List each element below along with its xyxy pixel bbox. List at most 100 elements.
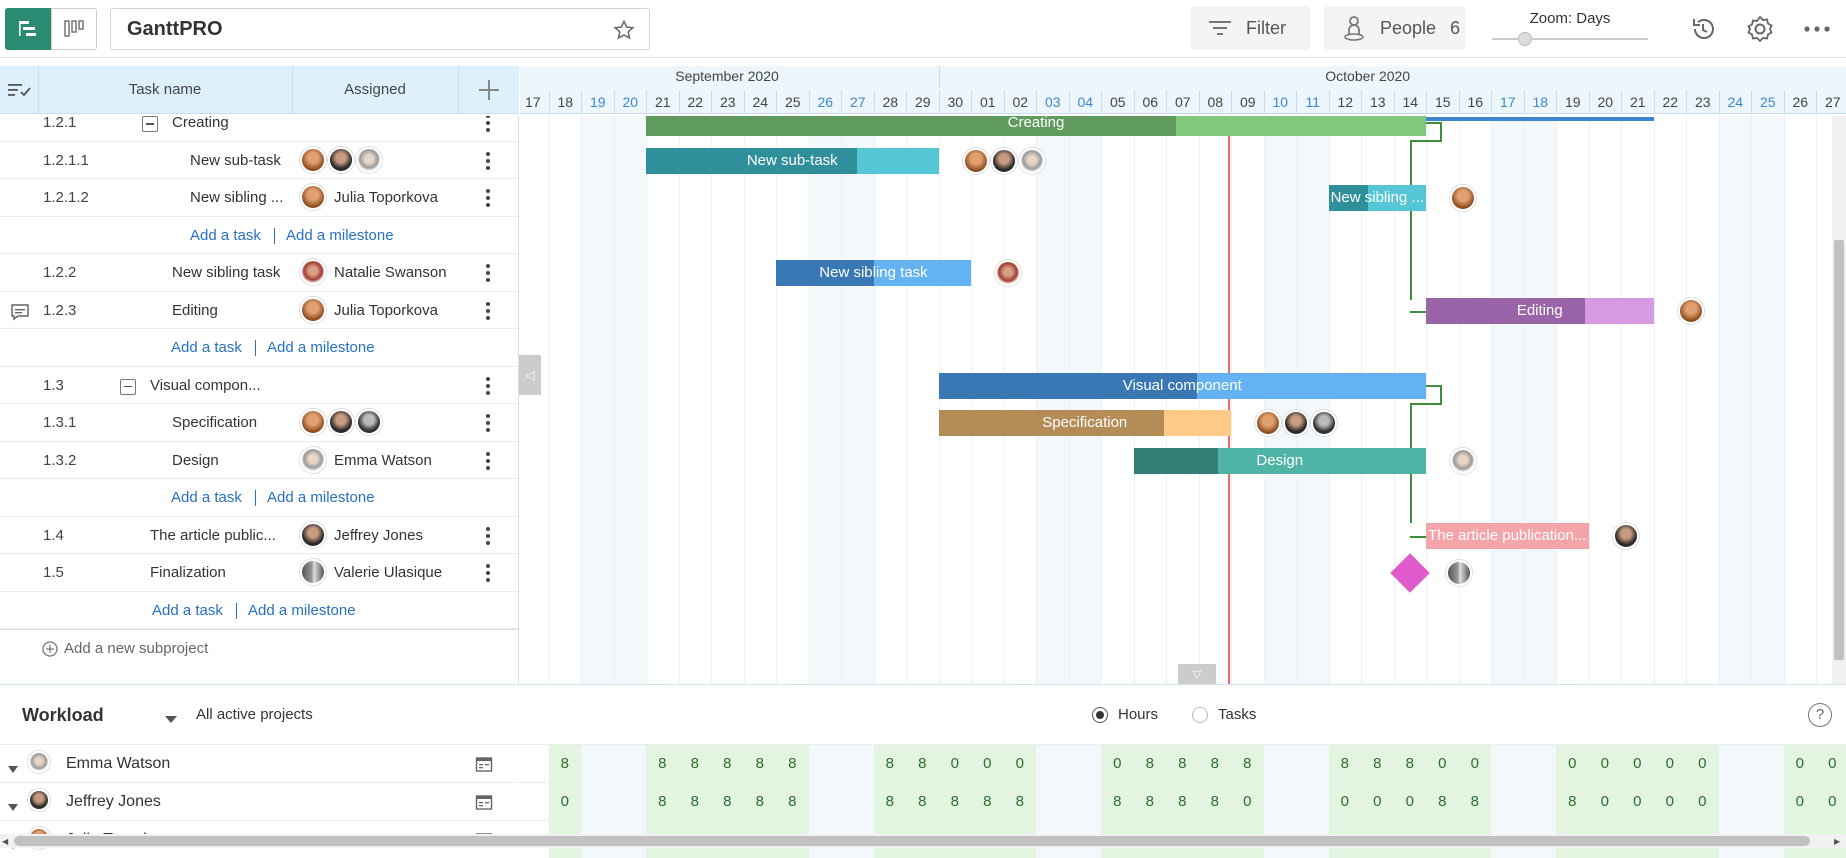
calendar-icon[interactable]	[475, 755, 493, 778]
zoom-slider-handle[interactable]	[1518, 32, 1532, 46]
workload-cell[interactable]	[1036, 783, 1069, 821]
row-menu-icon[interactable]	[480, 410, 496, 436]
add-milestone-link[interactable]: Add a milestone	[267, 339, 375, 356]
expand-user-icon[interactable]	[8, 760, 18, 778]
row-menu-icon[interactable]	[480, 448, 496, 474]
filter-button[interactable]: Filter	[1190, 6, 1310, 50]
board-view-button[interactable]	[51, 8, 97, 50]
workload-cell[interactable]	[1751, 745, 1784, 783]
workload-cell[interactable]: 0	[1588, 745, 1621, 783]
workload-cell[interactable]: 0	[1816, 783, 1846, 821]
task-name[interactable]: Creating	[172, 116, 229, 131]
workload-cell[interactable]	[1263, 783, 1296, 821]
comment-icon[interactable]	[10, 303, 30, 324]
add-milestone-link[interactable]: Add a milestone	[286, 226, 394, 244]
workload-cell[interactable]: 8	[1198, 783, 1231, 821]
workload-cell[interactable]: 8	[1003, 783, 1036, 821]
star-icon[interactable]	[613, 19, 635, 44]
expand-workload-handle[interactable]: ▽	[1178, 664, 1216, 684]
workload-cell[interactable]: 0	[1783, 745, 1816, 783]
row-menu-icon[interactable]	[480, 560, 496, 586]
tasks-radio[interactable]	[1192, 707, 1208, 723]
workload-cell[interactable]: 8	[711, 783, 744, 821]
workload-cell[interactable]: 8	[1328, 745, 1361, 783]
task-bar[interactable]: Visual component	[938, 372, 1426, 399]
workload-cell[interactable]: 0	[1588, 783, 1621, 821]
workload-cell[interactable]	[808, 783, 841, 821]
workload-cell[interactable]	[841, 783, 874, 821]
expand-user-icon[interactable]	[8, 798, 18, 816]
workload-cell[interactable]	[841, 745, 874, 783]
workload-cell[interactable]	[581, 745, 614, 783]
workload-cell[interactable]	[1491, 783, 1524, 821]
workload-cell[interactable]: 8	[906, 783, 939, 821]
workload-cell[interactable]: 8	[1426, 783, 1459, 821]
workload-cell[interactable]: 0	[1686, 783, 1719, 821]
add-task-link[interactable]: Add a task	[171, 339, 242, 356]
workload-cell[interactable]: 8	[678, 745, 711, 783]
workload-cell[interactable]: 0	[1231, 783, 1264, 821]
workload-cell[interactable]: 0	[1361, 783, 1394, 821]
add-subproject-row[interactable]: Add a new subproject	[0, 629, 518, 667]
help-icon[interactable]: ?	[1808, 703, 1832, 727]
workload-cell[interactable]: 8	[1393, 745, 1426, 783]
collapse-toggle-icon[interactable]	[120, 378, 136, 395]
workload-cell[interactable]: 8	[548, 745, 581, 783]
workload-cell[interactable]: 8	[711, 745, 744, 783]
history-icon[interactable]	[1688, 14, 1718, 44]
more-options-icon[interactable]	[1802, 14, 1832, 44]
assigned-column-header[interactable]: Assigned	[344, 81, 406, 98]
task-bar[interactable]: Creating	[646, 116, 1426, 136]
row-menu-icon[interactable]	[480, 185, 496, 211]
workload-cell[interactable]: 8	[1361, 745, 1394, 783]
workload-cell[interactable]: 0	[1686, 745, 1719, 783]
zoom-control[interactable]: Zoom: Days	[1490, 8, 1650, 48]
task-bar[interactable]: New sub-task	[646, 147, 939, 174]
workload-cell[interactable]: 0	[1621, 783, 1654, 821]
workload-cell[interactable]	[1263, 745, 1296, 783]
workload-cell[interactable]: 0	[1653, 745, 1686, 783]
workload-cell[interactable]: 8	[1133, 783, 1166, 821]
add-column-button[interactable]	[458, 66, 519, 114]
workload-cell[interactable]: 8	[1556, 783, 1589, 821]
workload-cell[interactable]	[516, 745, 549, 783]
workload-cell[interactable]: 0	[548, 783, 581, 821]
workload-cell[interactable]: 8	[646, 745, 679, 783]
workload-cell[interactable]: 0	[1621, 745, 1654, 783]
add-milestone-link[interactable]: Add a milestone	[248, 601, 356, 619]
row-menu-icon[interactable]	[480, 373, 496, 399]
workload-cell[interactable]: 0	[1426, 745, 1459, 783]
workload-cell[interactable]	[1523, 783, 1556, 821]
calendar-icon[interactable]	[475, 793, 493, 816]
workload-cell[interactable]: 8	[1231, 745, 1264, 783]
workload-cell[interactable]: 0	[1101, 745, 1134, 783]
task-bar[interactable]: The article publication...	[1426, 522, 1589, 549]
workload-cell[interactable]	[613, 783, 646, 821]
workload-cell[interactable]: 0	[1556, 745, 1589, 783]
workload-cell[interactable]	[1491, 745, 1524, 783]
row-menu-icon[interactable]	[480, 298, 496, 324]
add-task-link[interactable]: Add a task	[190, 226, 261, 244]
workload-cell[interactable]: 0	[1653, 783, 1686, 821]
task-name[interactable]: New sibling task	[172, 264, 281, 281]
workload-cell[interactable]	[1068, 745, 1101, 783]
workload-cell[interactable]: 8	[743, 783, 776, 821]
workload-cell[interactable]	[1068, 783, 1101, 821]
zoom-track[interactable]	[1492, 38, 1648, 40]
vertical-scrollbar[interactable]	[1832, 116, 1846, 684]
add-task-link[interactable]: Add a task	[171, 489, 242, 506]
workload-cell[interactable]	[1751, 783, 1784, 821]
task-name[interactable]: Design	[172, 451, 219, 469]
workload-cell[interactable]	[1718, 745, 1751, 783]
add-milestone-link[interactable]: Add a milestone	[267, 489, 375, 506]
task-name-column-header[interactable]: Task name	[128, 81, 202, 98]
task-bar[interactable]: Editing	[1426, 297, 1654, 324]
workload-cell[interactable]: 8	[1198, 745, 1231, 783]
task-name[interactable]: Finalization	[150, 564, 226, 581]
